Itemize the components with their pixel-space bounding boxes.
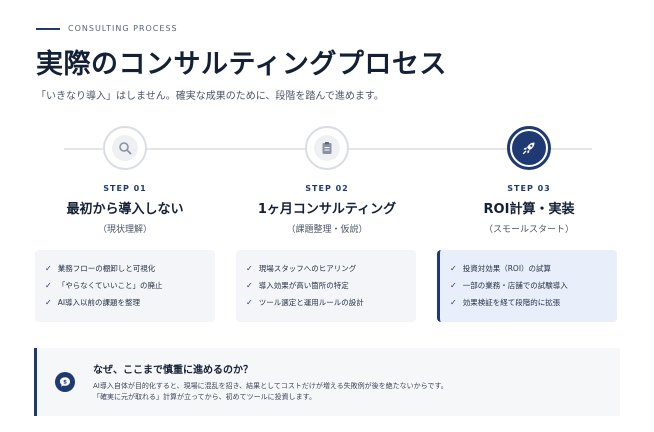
- eyebrow-label: CONSULTING PROCESS: [68, 24, 178, 33]
- note-line-2: 「確実に元が取れる」計算が立ってから、初めてツールに投資します。: [93, 393, 316, 401]
- step-3-title: ROI計算・実装: [483, 202, 575, 217]
- step-1-title: 最初から導入しない: [66, 202, 184, 217]
- step-1-card: ✓業務フローの棚卸しと可視化 ✓「やらなくていいこと」の廃止 ✓AI導入以前の課…: [35, 250, 215, 322]
- list-item: ✓現場スタッフへのヒアリング: [246, 260, 406, 277]
- check-icon: ✓: [450, 264, 457, 273]
- check-icon: ✓: [246, 281, 253, 290]
- check-icon: ✓: [246, 264, 253, 273]
- step-2-card: ✓現場スタッフへのヒアリング ✓導入効果が高い箇所の特定 ✓ツール選定と運用ルー…: [236, 250, 416, 322]
- check-icon: ✓: [45, 264, 52, 273]
- eyebrow: CONSULTING PROCESS: [36, 24, 178, 33]
- step-1-label: STEP 01: [103, 184, 147, 193]
- step-2-subtitle: （課題整理・仮説）: [286, 225, 368, 235]
- step-1-subtitle: （現状理解）: [97, 225, 152, 235]
- step-3-subtitle: （スモールスタート）: [483, 225, 574, 235]
- step-2-title: 1ヶ月コンサルティング: [257, 202, 397, 217]
- check-icon: ✓: [450, 281, 457, 290]
- note-line-1: AI導入自体が目的化すると、現場に混乱を招き、結果としてコストだけが増える失敗例…: [93, 382, 448, 390]
- note-text: AI導入自体が目的化すると、現場に混乱を招き、結果としてコストだけが増える失敗例…: [93, 381, 448, 403]
- list-item: ✓AI導入以前の課題を整理: [45, 294, 205, 311]
- check-icon: ✓: [246, 298, 253, 307]
- clipboard-icon: [322, 142, 332, 154]
- list-item: ✓効果検証を経て段階的に拡張: [450, 294, 607, 311]
- list-item: ✓導入効果が高い箇所の特定: [246, 277, 406, 294]
- note-title: なぜ、ここまで慎重に進めるのか？: [93, 365, 253, 376]
- rocket-icon: [522, 142, 535, 155]
- list-item: ✓「やらなくていいこと」の廃止: [45, 277, 205, 294]
- dollar-comment-icon: $: [55, 372, 75, 392]
- page-subtitle: 「いきなり導入」はしません。確実な成果のために、段階を踏んで進めます。: [36, 91, 384, 102]
- list-item: ✓業務フローの棚卸しと可視化: [45, 260, 205, 277]
- check-icon: ✓: [45, 281, 52, 290]
- search-icon: [119, 142, 132, 155]
- svg-text:$: $: [63, 380, 67, 386]
- check-icon: ✓: [45, 298, 52, 307]
- list-item: ✓ツール選定と運用ルールの設計: [246, 294, 406, 311]
- eyebrow-divider: [36, 27, 60, 30]
- step-1: STEP 01 最初から導入しない （現状理解）: [32, 126, 218, 235]
- page-title: 実際のコンサルティングプロセス: [36, 49, 447, 80]
- step-2-circle: [305, 126, 349, 170]
- step-3-card: ✓投資対効果（ROI）の試算 ✓一部の業務・店舗での試験導入 ✓効果検証を経て段…: [437, 250, 617, 322]
- check-icon: ✓: [450, 298, 457, 307]
- step-2-label: STEP 02: [305, 184, 349, 193]
- step-3-circle: [507, 126, 551, 170]
- step-3-label: STEP 03: [507, 184, 551, 193]
- step-3: STEP 03 ROI計算・実装 （スモールスタート）: [436, 126, 622, 235]
- step-2: STEP 02 1ヶ月コンサルティング （課題整理・仮説）: [234, 126, 420, 235]
- list-item: ✓一部の業務・店舗での試験導入: [450, 277, 607, 294]
- list-item: ✓投資対効果（ROI）の試算: [450, 260, 607, 277]
- note-box: $ なぜ、ここまで慎重に進めるのか？ AI導入自体が目的化すると、現場に混乱を招…: [34, 348, 620, 416]
- step-1-circle: [103, 126, 147, 170]
